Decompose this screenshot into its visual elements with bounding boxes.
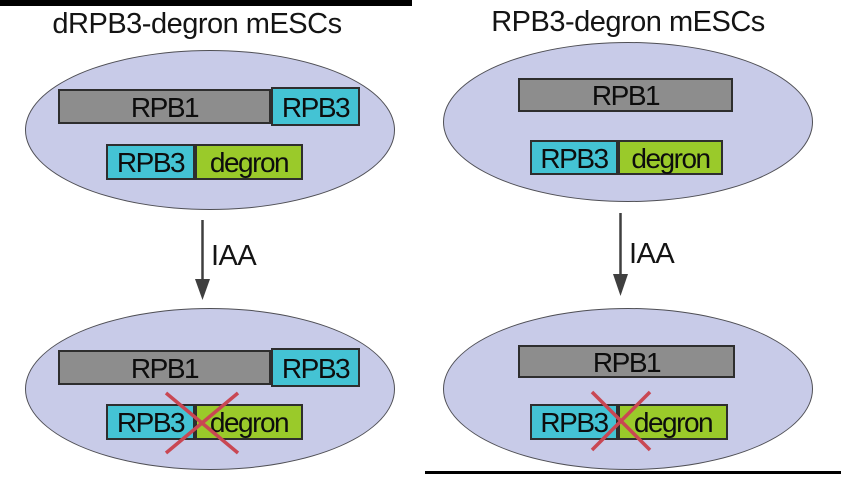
left-top-cell-ellipse xyxy=(25,50,395,210)
left-degradation-cross-icon xyxy=(164,391,240,455)
right-bottom-rpb1-box: RPB1 xyxy=(518,345,735,378)
right-top-cell-ellipse xyxy=(443,42,813,202)
left-panel-title: dRPB3-degron mESCs xyxy=(52,8,342,40)
left-top-degron-box: degron xyxy=(195,144,303,180)
left-bottom-rpb3-box: RPB3 xyxy=(106,404,195,440)
right-iaa-label: IAA xyxy=(629,238,675,270)
left-top-rpb3-fused-box: RPB3 xyxy=(271,87,360,126)
right-panel-title: RPB3-degron mESCs xyxy=(491,6,765,38)
right-bottom-rpb3-box: RPB3 xyxy=(530,404,618,440)
bottom-border-line xyxy=(425,471,841,474)
cross-line-2 xyxy=(590,390,652,452)
left-top-rpb1-box: RPB1 xyxy=(58,89,271,124)
left-arrow-head xyxy=(195,279,210,300)
right-top-rpb1-box: RPB1 xyxy=(518,78,733,112)
left-top-rpb3-box: RPB3 xyxy=(106,144,195,180)
top-border-bar xyxy=(0,0,412,6)
right-top-degron-box: degron xyxy=(618,140,723,175)
right-bottom-cell-ellipse xyxy=(443,308,813,470)
right-iaa-down-arrow-icon xyxy=(613,213,628,296)
cross-line-2 xyxy=(164,391,240,455)
left-bottom-cell-ellipse xyxy=(25,308,395,470)
left-iaa-down-arrow-icon xyxy=(195,220,210,300)
left-bottom-rpb1-box: RPB1 xyxy=(58,350,271,385)
left-bottom-rpb3-fused-box: RPB3 xyxy=(271,348,360,387)
right-top-rpb3-box: RPB3 xyxy=(530,140,618,175)
right-arrow-head xyxy=(613,274,628,296)
right-degradation-cross-icon xyxy=(590,390,652,452)
left-iaa-label: IAA xyxy=(211,240,257,272)
